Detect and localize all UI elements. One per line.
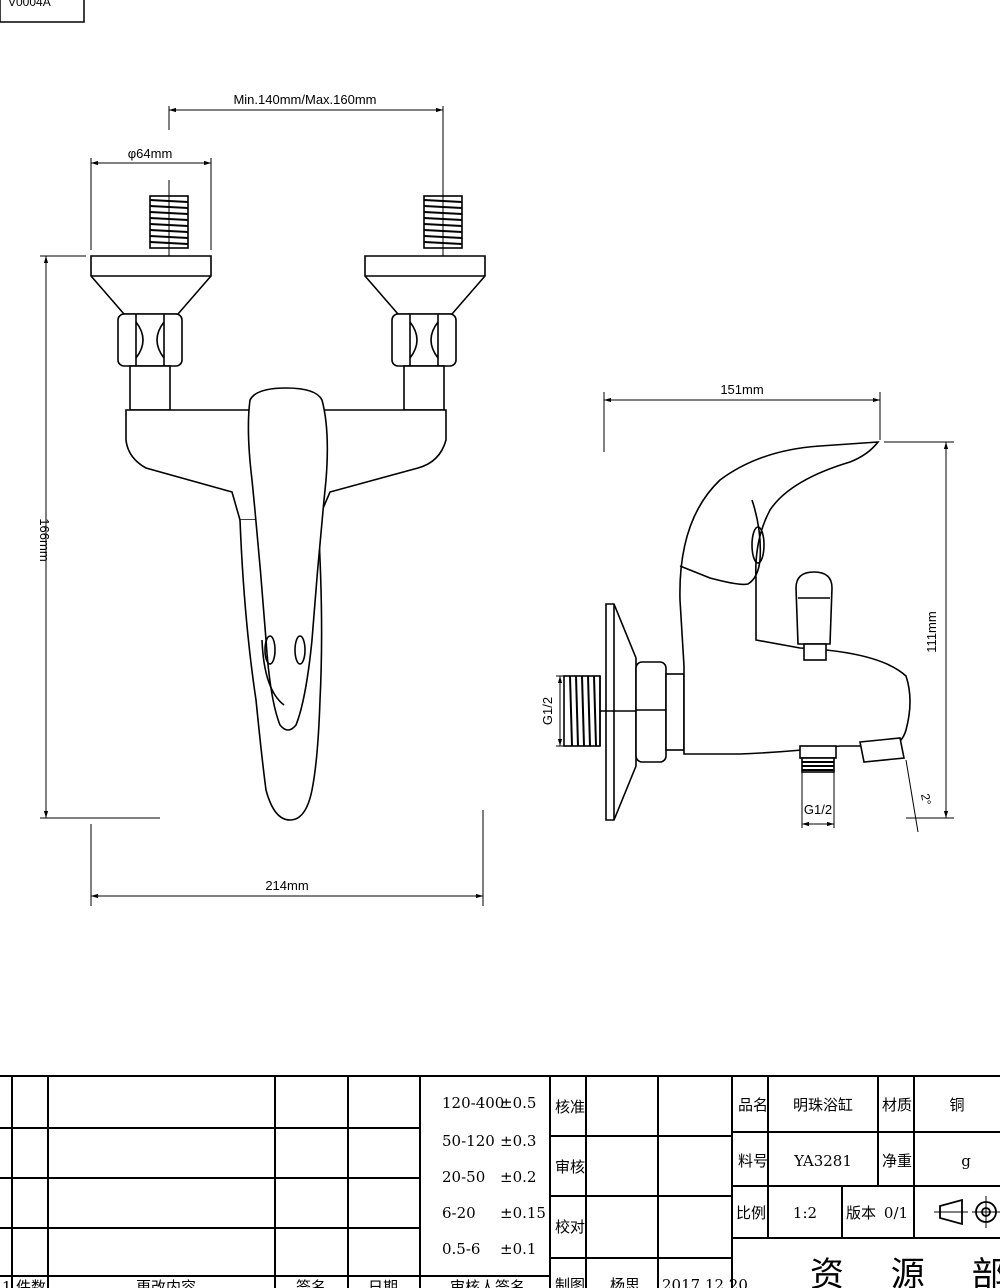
diverter-knob [795, 571, 833, 661]
dim-side-depth: 151mm [720, 382, 763, 397]
corner-tag-text: V0004A [8, 0, 51, 9]
right-inlet-thread [423, 180, 463, 260]
part-number-value: YA3281 [793, 1152, 852, 1170]
rev-col-4: 签名 [296, 1278, 326, 1288]
tol-range: 50-120 [442, 1132, 495, 1150]
scale-label: 比例 [736, 1204, 766, 1222]
review-label: 审核 [555, 1158, 585, 1176]
weight-value: g [961, 1152, 971, 1170]
thread-inlet-label: G1/2 [540, 697, 555, 725]
tol-range: 0.5-6 [442, 1240, 480, 1258]
material-label: 材质 [882, 1096, 912, 1114]
left-inlet-thread [149, 180, 189, 260]
dim-flange-diameter: φ64mm [128, 146, 173, 161]
part-number-label: 料号 [738, 1152, 768, 1170]
left-flange [90, 255, 212, 315]
tol-range: 20-50 [442, 1168, 485, 1186]
dim-side-height: 111mm [924, 611, 939, 652]
drawer-name: 杨思 [610, 1276, 640, 1288]
rev-col-2: 件数 [16, 1278, 46, 1288]
version-value: 0/1 [884, 1204, 908, 1222]
side-inlet-thread [563, 675, 640, 747]
tol-value: ±0.1 [500, 1240, 536, 1258]
department-title: 资 源 部 [810, 1255, 1000, 1288]
slope-note: 2° [918, 792, 934, 806]
tol-value: ±0.15 [500, 1204, 546, 1222]
tolerance-table: 120-400 ±0.5 50-120 ±0.3 20-50 ±0.2 6-20… [442, 1094, 546, 1258]
thread-outlet-label: G1/2 [804, 802, 832, 817]
revision-header: 1 件数 更改内容 签名 日期 审核人签名 [2, 1278, 525, 1288]
tol-value: ±0.3 [500, 1132, 536, 1150]
right-flange [364, 255, 486, 315]
version-label: 版本 [846, 1204, 876, 1222]
scale-value: 1:2 [793, 1204, 817, 1222]
rev-col-1: 1 [2, 1278, 12, 1288]
dim-front-width: 214mm [265, 878, 308, 893]
approve-label: 核准 [555, 1098, 585, 1116]
title-block [0, 1075, 1000, 1288]
tol-value: ±0.5 [500, 1094, 536, 1112]
tol-range: 120-400 [442, 1094, 504, 1112]
draw-label: 制图 [555, 1276, 585, 1288]
front-view [40, 106, 486, 906]
corner-tag: V0004A [0, 0, 85, 23]
side-outlet [799, 745, 837, 773]
rev-col-6: 审核人签名 [450, 1278, 525, 1288]
side-body [679, 441, 911, 755]
projection-symbol-icon [934, 1196, 1000, 1228]
dim-center-distance: Min.140mm/Max.160mm [233, 92, 376, 107]
side-view [556, 392, 954, 833]
wall-flange [605, 603, 637, 821]
product-info: 品名 明珠浴缸 材质 铜 料号 YA3281 净重 g 比例 1:2 版本 0/… [736, 1096, 1000, 1288]
draw-date: 2017.12.20 [662, 1276, 748, 1288]
tol-value: ±0.2 [500, 1168, 536, 1186]
handle-lever [247, 387, 329, 731]
product-name-label: 品名 [738, 1096, 768, 1114]
dim-front-height: 166mm [37, 518, 52, 561]
rev-col-5: 日期 [368, 1278, 398, 1288]
proofread-label: 校对 [555, 1218, 585, 1236]
left-hex-nut [117, 313, 183, 367]
approval-block: 核准 审核 校对 制图 杨思 2017.12.20 [555, 1098, 748, 1288]
right-hex-nut [391, 313, 457, 367]
tol-range: 6-20 [442, 1204, 476, 1222]
product-name-value: 明珠浴缸 [793, 1096, 853, 1114]
weight-label: 净重 [882, 1152, 912, 1170]
material-value: 铜 [949, 1096, 964, 1114]
rev-col-3: 更改内容 [136, 1278, 196, 1288]
